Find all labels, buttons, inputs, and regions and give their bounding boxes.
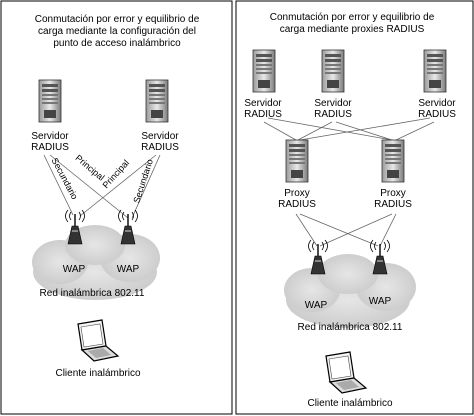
right-proxy-2-label-line-2: RADIUS	[374, 199, 412, 210]
right-server-1-icon	[252, 49, 276, 93]
right-proxy-2-label-line-1: Proxy	[380, 188, 406, 199]
right-proxy-1-label-line-1: Proxy	[284, 188, 310, 199]
link-label-secundario-left: Secundario	[50, 156, 80, 201]
right-panel-frame	[235, 0, 474, 415]
right-server-1-label-line-1: Servidor	[244, 98, 282, 109]
left-title-line-1: Conmutación por error y equilibrio de	[35, 14, 200, 25]
right-title-line-2: carga mediante proxies RADIUS	[280, 24, 425, 35]
right-server-3-label-line-2: RADIUS	[418, 109, 456, 120]
right-server-1-label-line-2: RADIUS	[244, 109, 282, 120]
right-title-line-1: Conmutación por error y equilibrio de	[270, 12, 435, 23]
left-server-1-icon	[38, 79, 62, 123]
left-title-line-2: carga mediante la configuración del	[38, 26, 196, 37]
left-title-line-3: punto de acceso inalámbrico	[53, 38, 181, 49]
left-server-2-label-line-1: Servidor	[141, 131, 179, 142]
left-server-2-icon	[145, 79, 169, 123]
right-server-2-label-line-2: RADIUS	[314, 109, 352, 120]
right-proxy-2-icon	[381, 139, 405, 183]
right-server-2-icon	[321, 49, 345, 93]
right-network-cloud	[284, 254, 416, 328]
right-server-3-icon	[423, 49, 447, 93]
left-wap-1-label: WAP	[63, 264, 86, 275]
right-server-2-label-line-1: Servidor	[314, 98, 352, 109]
left-links	[43, 154, 161, 219]
left-network-cloud	[32, 225, 160, 300]
left-panel-frame	[0, 0, 233, 415]
left-server-1-label-line-1: Servidor	[31, 131, 69, 142]
right-links	[263, 117, 435, 247]
right-proxy-1-label-line-2: RADIUS	[278, 199, 316, 210]
left-server-2-label-line-2: RADIUS	[141, 142, 179, 153]
right-server-3-label-line-1: Servidor	[418, 98, 456, 109]
right-wap-1-label: WAP	[305, 300, 328, 311]
left-client-label: Cliente inalámbrico	[55, 368, 140, 379]
right-network-label: Red inalámbrica 802.11	[298, 322, 403, 333]
link-label-secundario-right: Secundario	[131, 158, 155, 204]
left-server-1-label-line-2: RADIUS	[31, 142, 69, 153]
left-laptop-icon	[77, 319, 119, 362]
right-wap-2-label: WAP	[369, 296, 392, 307]
left-network-label: Red inalámbrica 802.11	[40, 288, 145, 299]
right-laptop-icon	[325, 351, 367, 394]
right-proxy-1-icon	[285, 139, 309, 183]
right-client-label: Cliente inalámbrico	[307, 398, 392, 409]
left-wap-2-label: WAP	[117, 264, 140, 275]
